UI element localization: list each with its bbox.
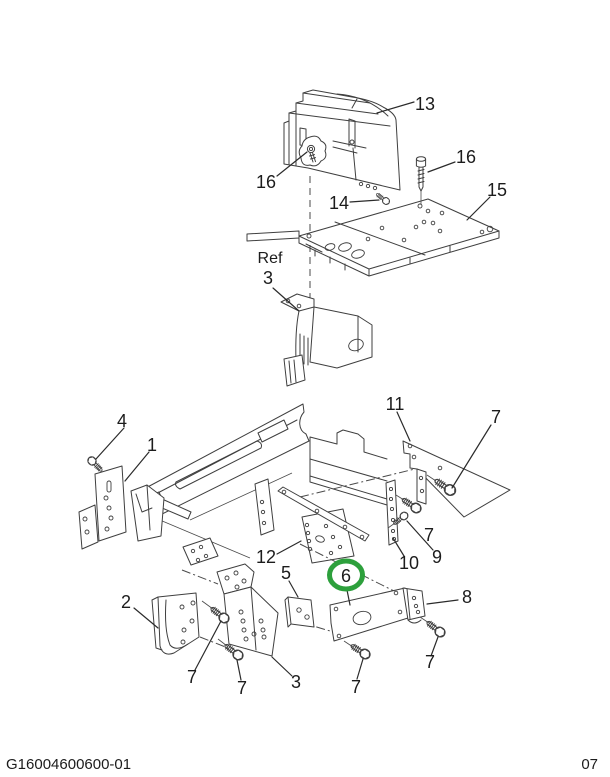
callout-5: 5 bbox=[281, 563, 291, 583]
callout-4: 4 bbox=[117, 411, 127, 431]
leader-lines bbox=[95, 101, 492, 681]
part-11-plate bbox=[402, 440, 511, 518]
callout-10: 10 bbox=[399, 553, 419, 573]
bolt-7-bottom-right bbox=[423, 617, 448, 640]
callout-7-bottom-mid-left: 7 bbox=[237, 678, 247, 698]
callout-8: 8 bbox=[462, 587, 472, 607]
callout-16-left: 16 bbox=[256, 172, 276, 192]
callout-7-bottom-right: 7 bbox=[425, 652, 435, 672]
frame-cross-channel bbox=[309, 429, 388, 506]
diagonal-strap bbox=[277, 486, 370, 542]
ref-3-bracket bbox=[280, 293, 373, 387]
part-2-bracket bbox=[151, 592, 200, 655]
screw-16-left bbox=[306, 144, 316, 163]
callout-2: 2 bbox=[121, 592, 131, 612]
callout-15: 15 bbox=[487, 180, 507, 200]
screw-4 bbox=[85, 454, 106, 475]
green-highlight-circle: 6 bbox=[327, 558, 365, 592]
callout-6: 6 bbox=[341, 566, 351, 586]
callout-11: 11 bbox=[386, 394, 405, 414]
callout-ref-3: 3 bbox=[263, 268, 273, 288]
part-5-bracket bbox=[284, 596, 315, 628]
part-10-strip bbox=[385, 479, 399, 546]
callout-13: 13 bbox=[415, 94, 435, 114]
callout-3: 3 bbox=[291, 672, 301, 692]
bolt-16-right bbox=[415, 156, 427, 204]
part-3-bracket bbox=[216, 563, 279, 657]
callout-1: 1 bbox=[147, 435, 157, 455]
callout-7-bottom-mid: 7 bbox=[351, 677, 361, 697]
part-8-bracket bbox=[402, 587, 426, 624]
part-1-bracket bbox=[78, 465, 165, 550]
part-15-mounting-plate bbox=[246, 198, 500, 277]
footer-page-number: 07 bbox=[581, 756, 598, 773]
bolt-7-below-6 bbox=[347, 640, 373, 662]
footer-doc-number: G16004600600-01 bbox=[6, 756, 131, 773]
part-13-module bbox=[283, 89, 401, 191]
bolt-axis-lines-bottom bbox=[201, 600, 430, 648]
construction-lines bbox=[181, 466, 424, 649]
frame-background bbox=[147, 472, 293, 566]
callout-9: 9 bbox=[432, 547, 442, 567]
callout-14: 14 bbox=[329, 193, 349, 213]
callout-ref: Ref bbox=[258, 250, 283, 267]
callout-12: 12 bbox=[256, 547, 276, 567]
screw-14 bbox=[374, 190, 392, 207]
callout-16-right: 16 bbox=[456, 147, 476, 167]
callout-7-mid-right: 7 bbox=[424, 525, 434, 545]
part-6-plate bbox=[329, 587, 409, 642]
callout-7-bottom-left: 7 bbox=[187, 667, 197, 687]
callout-7-top-right: 7 bbox=[491, 407, 501, 427]
